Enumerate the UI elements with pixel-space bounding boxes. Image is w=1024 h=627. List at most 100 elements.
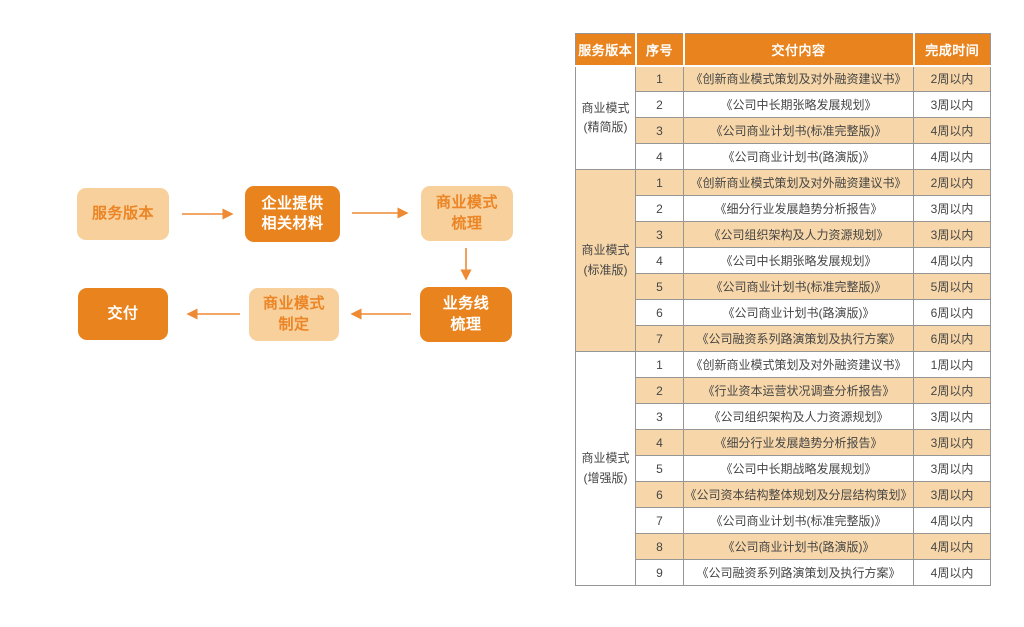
seq-cell: 9: [635, 559, 684, 586]
seq-cell: 3: [635, 117, 684, 144]
flow-node-label: 梳理: [451, 214, 483, 232]
time-cell: 3周以内: [913, 195, 991, 222]
table-header-row: 服务版本 序号 交付内容 完成时间: [575, 33, 991, 67]
time-cell: 2周以内: [913, 65, 991, 92]
seq-cell: 1: [635, 169, 684, 196]
time-cell: 6周以内: [913, 299, 991, 326]
seq-cell: 4: [635, 247, 684, 274]
time-cell: 1周以内: [913, 351, 991, 378]
time-cell: 5周以内: [913, 273, 991, 300]
time-cell: 6周以内: [913, 325, 991, 352]
table-row: 2《细分行业发展趋势分析报告》3周以内: [576, 195, 991, 222]
seq-cell: 4: [635, 429, 684, 456]
content-cell: 《公司组织架构及人力资源规划》: [683, 403, 914, 430]
table-row: 3《公司商业计划书(标准完整版)》4周以内: [576, 117, 991, 144]
time-cell: 4周以内: [913, 247, 991, 274]
flow-node-service-version: 服务版本: [77, 188, 169, 240]
time-cell: 3周以内: [913, 91, 991, 118]
time-cell: 4周以内: [913, 507, 991, 534]
table-row: 9《公司融资系列路演策划及执行方案》4周以内: [576, 559, 991, 586]
flowchart: 服务版本 企业提供 相关材料 商业模式 梳理 业务线 梳理 商业模式 制定 交付: [0, 0, 560, 420]
header-service-version: 服务版本: [575, 33, 636, 67]
time-cell: 3周以内: [913, 403, 991, 430]
seq-cell: 3: [635, 221, 684, 248]
time-cell: 4周以内: [913, 559, 991, 586]
deliverables-table: 服务版本 序号 交付内容 完成时间 商业模式 (精简版)1《创新商业模式策划及对…: [575, 33, 991, 586]
table-row: 4《细分行业发展趋势分析报告》3周以内: [576, 429, 991, 456]
table-row: 商业模式 (精简版)1《创新商业模式策划及对外融资建议书》2周以内: [575, 65, 991, 170]
seq-cell: 5: [635, 455, 684, 482]
flow-node-label: 相关材料: [261, 215, 324, 232]
content-cell: 《公司融资系列路演策划及执行方案》: [683, 325, 914, 352]
time-cell: 2周以内: [913, 377, 991, 404]
table-row: 3《公司组织架构及人力资源规划》3周以内: [576, 403, 991, 430]
table-row: 3《公司组织架构及人力资源规划》3周以内: [576, 221, 991, 248]
time-cell: 4周以内: [913, 143, 991, 170]
content-cell: 《创新商业模式策划及对外融资建议书》: [683, 65, 914, 92]
seq-cell: 6: [635, 481, 684, 508]
time-cell: 4周以内: [913, 117, 991, 144]
content-cell: 《创新商业模式策划及对外融资建议书》: [683, 169, 914, 196]
time-cell: 4周以内: [913, 533, 991, 560]
flow-node-label: 制定: [278, 315, 310, 333]
content-cell: 《公司中长期张略发展规划》: [683, 91, 914, 118]
flow-node-label: 商业模式: [435, 194, 498, 212]
seq-cell: 2: [635, 195, 684, 222]
table-row: 5《公司中长期战略发展规划》3周以内: [576, 455, 991, 482]
content-cell: 《公司商业计划书(路演版)》: [683, 143, 914, 170]
table-row: 商业模式 (标准版)1《创新商业模式策划及对外融资建议书》2周以内: [575, 169, 991, 352]
content-cell: 《公司融资系列路演策划及执行方案》: [683, 559, 914, 586]
table-row: 5《公司商业计划书(标准完整版)》5周以内: [576, 273, 991, 300]
content-cell: 《公司商业计划书(路演版)》: [683, 299, 914, 326]
seq-cell: 2: [635, 377, 684, 404]
flowchart-arrows: [182, 207, 472, 320]
version-cell: 商业模式 (标准版): [575, 169, 636, 352]
table-row: 8《公司商业计划书(路演版)》4周以内: [576, 533, 991, 560]
table-row: 2《行业资本运营状况调查分析报告》2周以内: [576, 377, 991, 404]
table-row: 6《公司商业计划书(路演版)》6周以内: [576, 299, 991, 326]
time-cell: 2周以内: [913, 169, 991, 196]
seq-cell: 8: [635, 533, 684, 560]
table-row: 4《公司商业计划书(路演版)》4周以内: [576, 143, 991, 170]
flow-node-business-model-sorting: 商业模式 梳理: [421, 186, 513, 241]
content-cell: 《公司商业计划书(标准完整版)》: [683, 273, 914, 300]
flow-node-business-model-formulation: 商业模式 制定: [249, 288, 339, 341]
header-seq: 序号: [634, 33, 684, 67]
flow-node-company-provides-materials: 企业提供 相关材料: [245, 186, 340, 242]
table-row: 7《公司融资系列路演策划及执行方案》6周以内: [576, 325, 991, 352]
table-row: 6《公司资本结构整体规划及分层结构策划》3周以内: [576, 481, 991, 508]
seq-cell: 7: [635, 507, 684, 534]
content-cell: 《公司商业计划书(标准完整版)》: [683, 117, 914, 144]
content-cell: 《公司中长期张略发展规划》: [683, 247, 914, 274]
flow-node-label: 交付: [107, 304, 139, 322]
table-row: 商业模式 (增强版)1《创新商业模式策划及对外融资建议书》1周以内: [575, 351, 991, 586]
seq-cell: 1: [635, 351, 684, 378]
flow-node-label: 业务线: [442, 295, 490, 313]
seq-cell: 7: [635, 325, 684, 352]
content-cell: 《细分行业发展趋势分析报告》: [683, 195, 914, 222]
flow-node-business-line-sorting: 业务线 梳理: [420, 287, 512, 342]
time-cell: 3周以内: [913, 429, 991, 456]
seq-cell: 1: [635, 65, 684, 92]
content-cell: 《公司商业计划书(标准完整版)》: [683, 507, 914, 534]
seq-cell: 2: [635, 91, 684, 118]
flow-node-delivery: 交付: [78, 288, 168, 340]
time-cell: 3周以内: [913, 221, 991, 248]
table-row: 2《公司中长期张略发展规划》3周以内: [576, 91, 991, 118]
content-cell: 《创新商业模式策划及对外融资建议书》: [683, 351, 914, 378]
content-cell: 《公司商业计划书(路演版)》: [683, 533, 914, 560]
content-cell: 《公司资本结构整体规划及分层结构策划》: [683, 481, 914, 508]
flow-node-label: 商业模式: [262, 295, 325, 313]
content-cell: 《细分行业发展趋势分析报告》: [683, 429, 914, 456]
header-time: 完成时间: [912, 33, 991, 67]
seq-cell: 6: [635, 299, 684, 326]
content-cell: 《行业资本运营状况调查分析报告》: [683, 377, 914, 404]
seq-cell: 4: [635, 143, 684, 170]
time-cell: 3周以内: [913, 481, 991, 508]
table-row: 7《公司商业计划书(标准完整版)》4周以内: [576, 507, 991, 534]
time-cell: 3周以内: [913, 455, 991, 482]
version-cell: 商业模式 (增强版): [575, 351, 636, 586]
content-cell: 《公司组织架构及人力资源规划》: [683, 221, 914, 248]
seq-cell: 3: [635, 403, 684, 430]
